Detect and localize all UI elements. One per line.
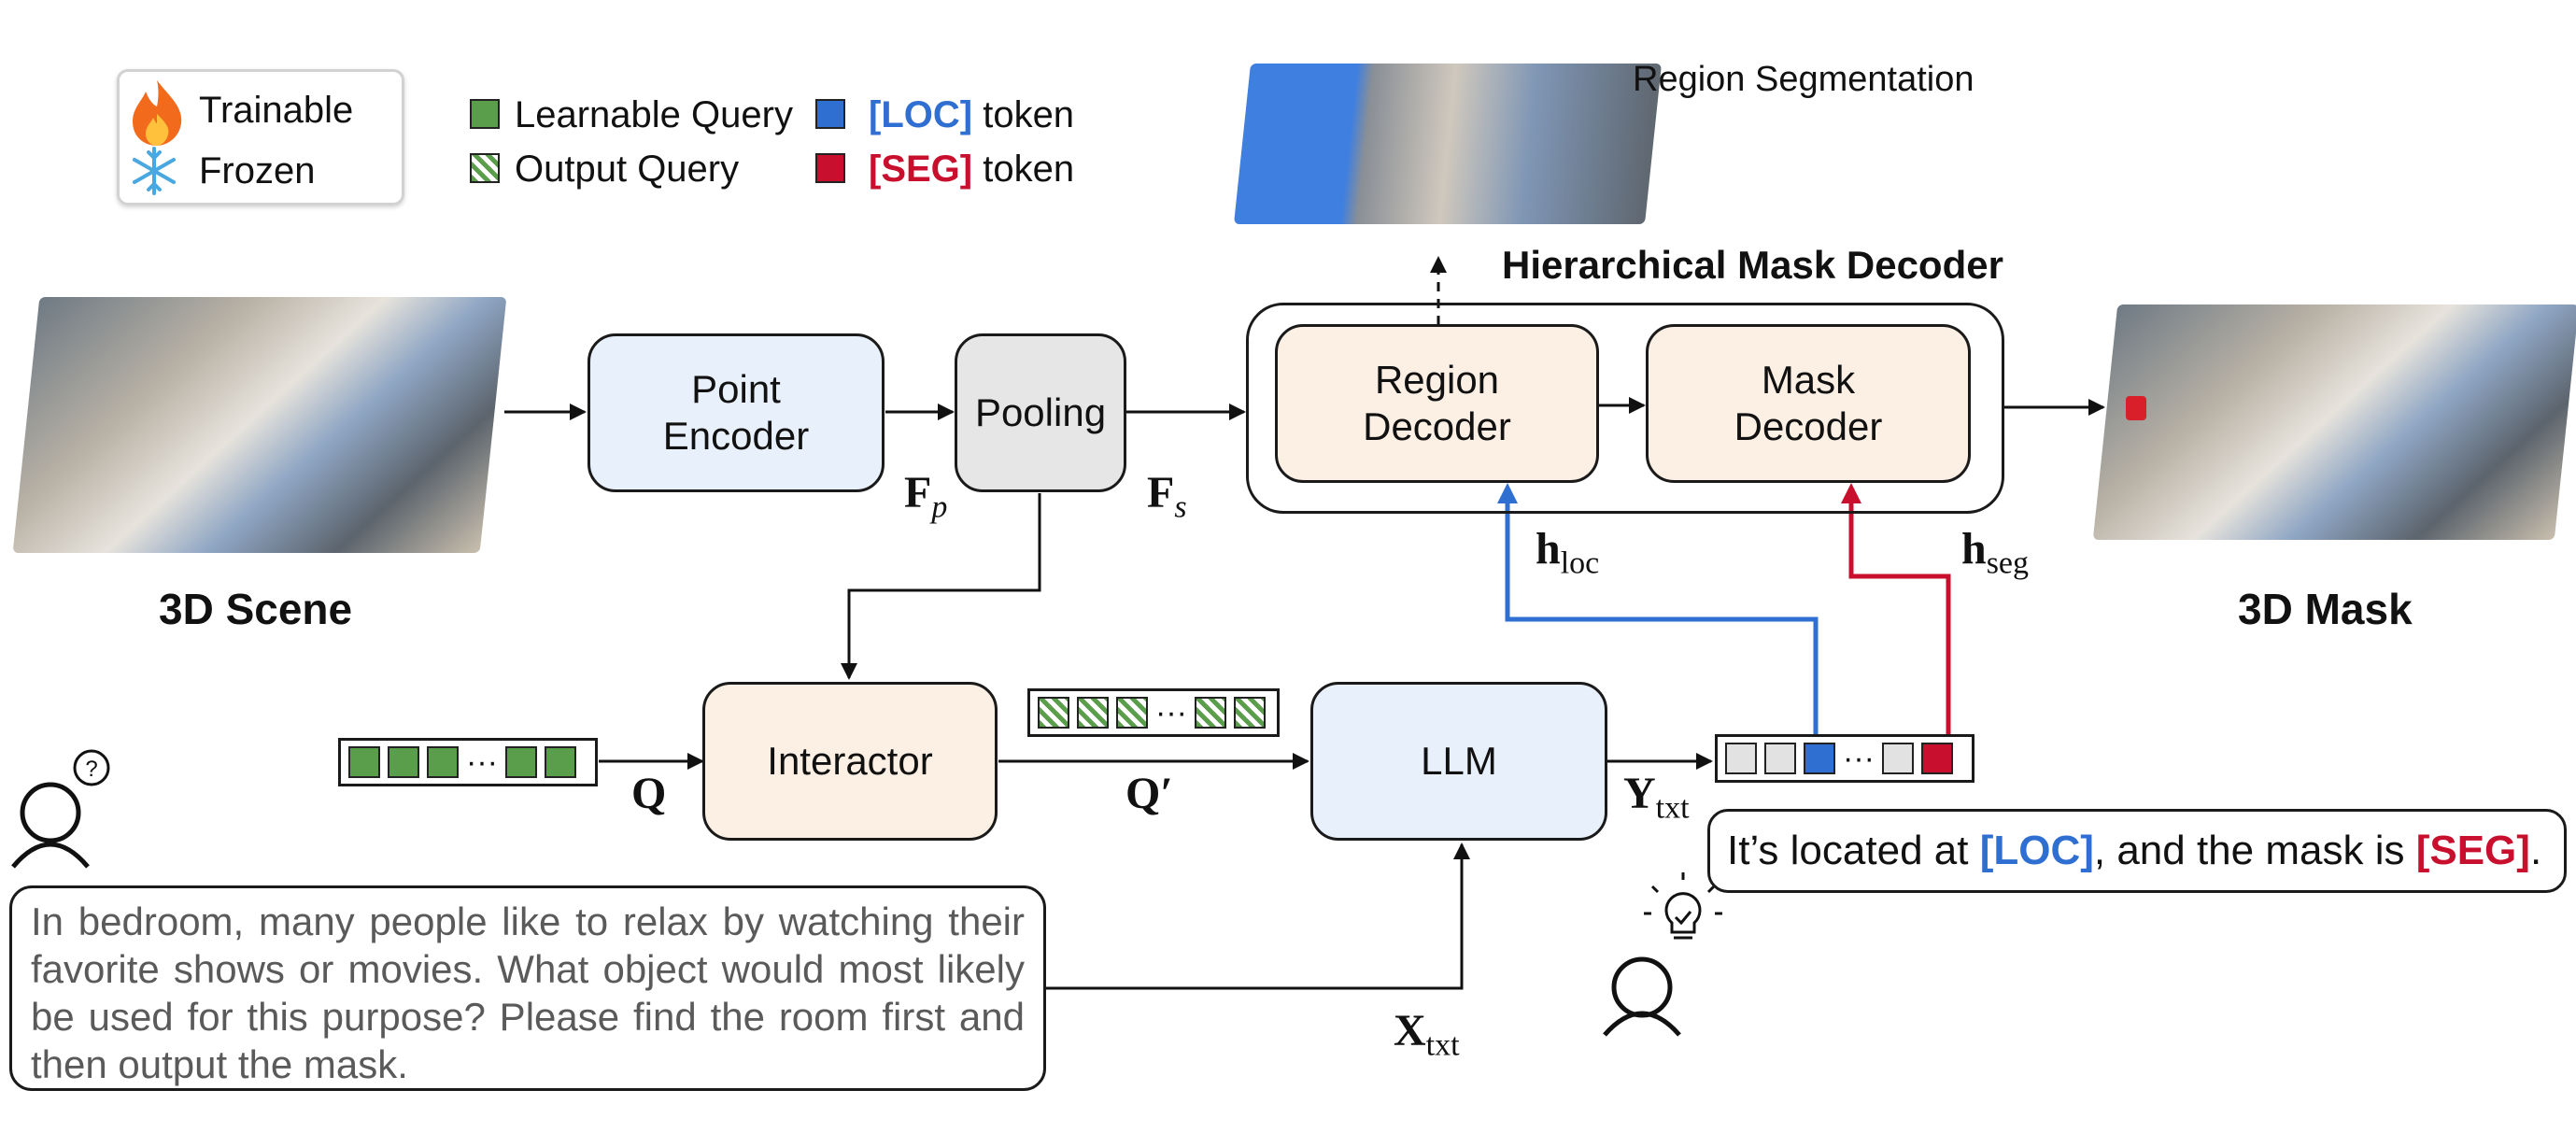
answer-part1: It’s located at [1727, 828, 1980, 873]
arrow-pooling-to-interactor [841, 493, 1041, 680]
legend-loc-word: token [983, 94, 1075, 135]
legend-box [117, 69, 404, 205]
mask-decoder-line2: Decoder [1734, 404, 1883, 448]
query-token [504, 746, 537, 778]
mask-3d-highlight [2126, 396, 2146, 420]
scene-3d-image [12, 297, 507, 553]
ellipsis: ··· [466, 744, 498, 780]
legend-trainable: Trainable [199, 90, 354, 131]
query-token [544, 746, 576, 778]
answer-text-box: It’s located at [LOC], and the mask is [… [1707, 809, 2567, 893]
legend-loc-tag: [LOC] [869, 94, 973, 135]
output-token [1194, 697, 1226, 729]
point-encoder-line1: Point [691, 367, 781, 411]
legend-frozen: Frozen [199, 150, 316, 191]
legend-seg-word: token [983, 149, 1075, 190]
query-token [427, 746, 459, 778]
point-encoder-line2: Encoder [662, 414, 810, 458]
arrow-question-to-llm [1046, 843, 1470, 990]
text-token [1725, 743, 1757, 774]
legend-learnable-swatch [470, 99, 500, 129]
xtxt-label: Xtxt [1394, 1006, 1460, 1063]
seg-token [1920, 743, 1953, 774]
hseg-label: hseg [1961, 524, 2030, 581]
region-segmentation-label: Region Segmentation [1633, 60, 1974, 99]
q-label: Q [631, 769, 667, 818]
learnable-query-sequence: ··· [338, 738, 598, 786]
mask-3d-image [2092, 304, 2576, 540]
fire-icon [133, 80, 182, 146]
answer-loc: [LOC] [1979, 828, 2094, 873]
region-decoder-line2: Decoder [1363, 404, 1511, 448]
fp-label: Fp [904, 468, 948, 525]
hloc-label: hloc [1536, 524, 1600, 581]
answer-part2: , and the mask is [2093, 828, 2416, 873]
query-token [348, 746, 380, 778]
person-icon [11, 782, 90, 869]
text-token [1764, 743, 1796, 774]
legend-seg-swatch [815, 153, 845, 183]
legend-learnable-query: Learnable Query [515, 94, 793, 135]
answer-seg: [SEG] [2415, 828, 2530, 873]
ellipsis: ··· [1843, 741, 1875, 776]
answer-part3: . [2529, 828, 2542, 873]
arrow-loc-to-region-decoder [1497, 483, 1819, 734]
output-token [1038, 697, 1069, 729]
region-segmentation-image [1233, 64, 1663, 224]
llm-block: LLM [1310, 682, 1607, 841]
query-token [388, 746, 419, 778]
legend-loc-swatch [815, 99, 845, 129]
output-token-sequence: ··· [1715, 734, 1974, 783]
legend-loc-token: [LOC] token [869, 94, 1074, 136]
llm-label: LLM [1421, 739, 1497, 783]
output-token [1077, 697, 1109, 729]
scene-3d-label: 3D Scene [159, 585, 353, 633]
mask-decoder-line1: Mask [1761, 358, 1856, 402]
output-query-sequence: ··· [1027, 688, 1280, 737]
lightbulb-icon [1644, 872, 1722, 940]
legend-seg-tag: [SEG] [869, 149, 973, 190]
interactor-label: Interactor [767, 739, 933, 783]
question-text-box: In bedroom, many people like to relax by… [9, 885, 1046, 1091]
legend-seg-token: [SEG] token [869, 149, 1074, 191]
snowflake-icon [133, 147, 176, 195]
output-token [1233, 697, 1266, 729]
question-bubble-mark: ? [85, 757, 97, 782]
legend-output-query: Output Query [515, 149, 740, 190]
text-token [1881, 743, 1914, 774]
output-token [1116, 697, 1148, 729]
hierarchical-decoder-title: Hierarchical Mask Decoder [1502, 243, 2003, 287]
ellipsis: ··· [1155, 695, 1187, 730]
interactor-block: Interactor [702, 682, 998, 841]
loc-token [1804, 743, 1835, 774]
pooling-label: Pooling [974, 390, 1107, 434]
mask-3d-label: 3D Mask [2238, 585, 2413, 633]
q-prime-label: Q′ [1125, 769, 1173, 818]
arrow-seg-to-mask-decoder [1841, 483, 1951, 734]
legend-output-swatch [470, 153, 500, 183]
question-bubble-icon [73, 749, 110, 786]
hierarchical-decoder-group [1246, 303, 2004, 514]
fs-label: Fs [1147, 468, 1187, 525]
person-icon [1603, 956, 1681, 1037]
pooling-block: Pooling [955, 333, 1126, 492]
region-decoder-line1: Region [1374, 358, 1500, 402]
ytxt-label: Ytxt [1623, 769, 1690, 826]
